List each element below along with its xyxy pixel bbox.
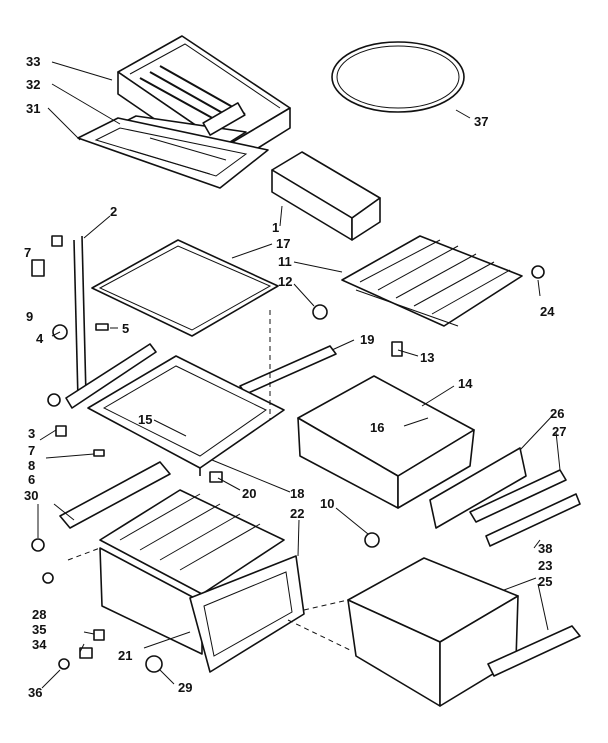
callout-34: 34	[32, 637, 47, 652]
callout-19: 19	[360, 332, 374, 347]
part-8-screw	[93, 449, 105, 457]
callout-14: 14	[458, 376, 473, 391]
part-25-handle	[487, 625, 581, 677]
callout-29: 29	[178, 680, 192, 695]
part-35-clip	[93, 629, 105, 641]
callout-4: 4	[36, 331, 44, 346]
part-11-wire-shelf	[341, 235, 523, 327]
part-22-drawer-front	[189, 555, 305, 673]
callout-8: 8	[28, 458, 35, 473]
callout-9: 9	[26, 309, 33, 324]
callout-20: 20	[242, 486, 256, 501]
part-24-shelf-clip	[531, 265, 545, 279]
part-32-drawer-rail	[119, 102, 247, 143]
part-28-screw	[42, 572, 54, 584]
callout-30: 30	[24, 488, 38, 503]
callout-23: 23	[538, 558, 552, 573]
callout-2: 2	[110, 204, 117, 219]
callout-25: 25	[538, 574, 552, 589]
callout-21: 21	[118, 648, 132, 663]
callout-26: 26	[550, 406, 564, 421]
part-30-screw	[31, 538, 45, 552]
callout-38: 38	[538, 541, 552, 556]
callout-28: 28	[32, 607, 46, 622]
part-13-bracket	[391, 341, 403, 357]
callout-35: 35	[32, 622, 46, 637]
callout-13: 13	[420, 350, 434, 365]
part-3-roller	[47, 393, 61, 407]
part-17-glass-shelf	[91, 239, 279, 337]
callout-33: 33	[26, 54, 40, 69]
callout-32: 32	[26, 77, 40, 92]
leader-lines	[37, 61, 561, 689]
part-7a-clip	[51, 235, 63, 247]
callout-6: 6	[28, 472, 35, 487]
part-37-gasket-ring	[331, 41, 465, 113]
callout-22: 22	[290, 506, 304, 521]
part-34-bracket	[79, 647, 93, 659]
callout-12: 12	[278, 274, 292, 289]
callout-11: 11	[278, 254, 292, 269]
callout-7b: 7	[28, 443, 35, 458]
part-38-trim	[485, 493, 581, 547]
callout-31: 31	[26, 101, 40, 116]
part-19-rod	[239, 345, 337, 395]
part-27-trim	[469, 469, 567, 523]
part-10-knob	[364, 532, 380, 548]
callout-17: 17	[276, 236, 290, 251]
callout-18: 18	[290, 486, 304, 501]
part-31-crisper-cover-frame	[77, 117, 269, 189]
part-23-crisper-pan	[347, 557, 519, 707]
callout-16: 16	[370, 420, 384, 435]
part-12-shelf-clip	[312, 304, 328, 320]
part-18-shelf-frame	[65, 343, 285, 476]
part-36-screw	[58, 658, 70, 670]
part-2-vertical-rail	[73, 235, 87, 401]
callout-36: 36	[28, 685, 42, 700]
callout-3: 3	[28, 426, 35, 441]
part-1-small-bin	[271, 151, 381, 241]
callout-24: 24	[540, 304, 555, 319]
part-7b-clip	[55, 425, 67, 437]
callout-27: 27	[552, 424, 566, 439]
callout-1: 1	[272, 220, 279, 235]
part-20-clip	[209, 471, 223, 483]
part-9-cover	[31, 259, 45, 277]
callout-5: 5	[122, 321, 129, 336]
part-21-meat-drawer	[99, 489, 285, 655]
callout-10: 10	[320, 496, 334, 511]
part-26-drawer-front	[429, 447, 527, 529]
callout-15: 15	[138, 412, 152, 427]
callout-37: 37	[474, 114, 488, 129]
part-5-screw	[95, 323, 109, 331]
callout-7a: 7	[24, 245, 31, 260]
part-6-front-bar	[59, 461, 171, 529]
part-29-roller	[145, 655, 163, 673]
part-14-crisper-pan	[297, 375, 475, 509]
